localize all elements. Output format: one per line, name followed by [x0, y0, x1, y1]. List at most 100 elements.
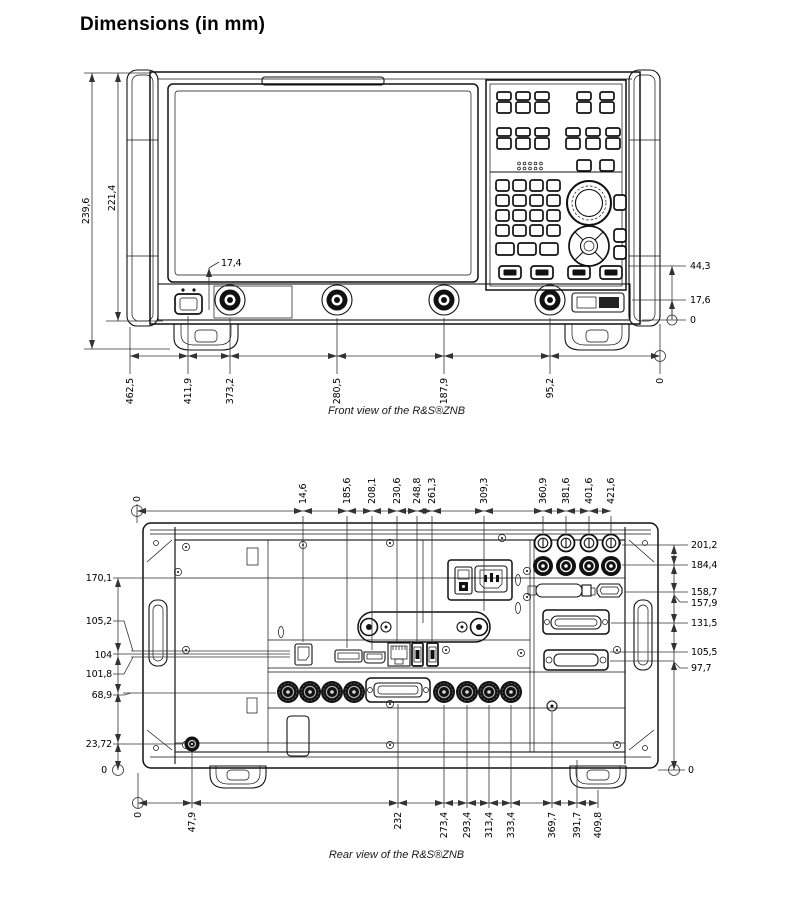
dim-label: 401,6: [584, 478, 595, 504]
dim-label: 17,4: [221, 258, 242, 269]
navigation-pad[interactable]: [568, 225, 610, 267]
dim-label: 44,3: [690, 261, 711, 272]
dim-label: 309,3: [479, 478, 490, 504]
dim-label: 230,6: [392, 478, 403, 504]
dim-label: 0: [690, 315, 696, 326]
dim-label: 208,1: [367, 478, 378, 504]
rear-bnc-connectors[interactable]: [532, 533, 622, 577]
dim-label: 261,3: [427, 478, 438, 504]
softkey-block[interactable]: [496, 91, 621, 172]
dim-label: 101,8: [86, 669, 112, 680]
datum-marker: [654, 350, 666, 362]
ac-power-inlet[interactable]: [447, 559, 513, 601]
datum-marker: [666, 314, 678, 326]
dim-label: 131,5: [691, 618, 717, 629]
front-connector-strip: [157, 283, 631, 321]
dim-label: 369,7: [547, 812, 558, 838]
mini-dsub-connector[interactable]: [596, 583, 623, 598]
dim-label: 184,4: [691, 560, 717, 571]
dim-label: 273,4: [439, 812, 450, 838]
dim-label: 313,4: [484, 812, 495, 838]
large-screw: [546, 700, 558, 712]
dim-label: 232: [393, 812, 404, 830]
gpib-connector[interactable]: [542, 609, 610, 635]
status-led-row: [517, 161, 543, 171]
db25-connector[interactable]: [365, 677, 431, 703]
hdmi-port[interactable]: [363, 651, 386, 664]
dim-label: 293,4: [462, 812, 473, 838]
front-right-bumper: [628, 69, 661, 327]
dim-label: 14,6: [298, 483, 309, 504]
dim-label: 104: [94, 650, 112, 661]
front-top-slot: [261, 76, 385, 86]
front-usb-ports[interactable]: [498, 265, 623, 280]
front-view-drawing: 239,6 221,4 17,4 44,3 17,6 0: [81, 69, 711, 404]
dim-label: 462,5: [125, 378, 136, 404]
dim-label: 95,2: [545, 378, 556, 399]
front-view-caption: Front view of the R&S®ZNB: [327, 405, 466, 417]
front-dimensions: 239,6 221,4 17,4 44,3 17,6 0: [81, 72, 711, 404]
rear-handle-left: [148, 599, 168, 667]
dim-label: 170,1: [86, 573, 112, 584]
front-screen: [167, 83, 479, 283]
numeric-keypad[interactable]: [495, 179, 561, 256]
dim-label: 391,7: [572, 812, 583, 838]
rear-feet: [209, 765, 627, 789]
dim-label: 47,9: [187, 812, 198, 833]
dim-label: 280,5: [332, 378, 343, 404]
dim-label: 187,9: [439, 378, 450, 404]
dim-label: 421,6: [606, 478, 617, 504]
dim-label: 185,6: [342, 478, 353, 504]
lan-port[interactable]: [387, 642, 411, 667]
front-keypad: [485, 79, 627, 291]
dim-label: 411,9: [183, 378, 194, 404]
dim-label: 248,8: [412, 478, 423, 504]
rear-dimensions-top: 0 14,6 185,6 208,1 230,6 248,8 261,3 309…: [131, 478, 617, 650]
datum-marker: [132, 797, 144, 809]
dim-label: 221,4: [107, 185, 118, 211]
dim-label: 23,72: [86, 739, 112, 750]
dim-label: 201,2: [691, 540, 717, 551]
fuse-holder[interactable]: [527, 583, 596, 598]
page-title: Dimensions (in mm): [80, 14, 266, 35]
rotary-knob[interactable]: [566, 180, 612, 226]
dim-label: 0: [688, 765, 694, 776]
dim-label: 0: [133, 812, 144, 818]
iec-connector[interactable]: [474, 565, 508, 593]
rear-dimensions-bottom: 0 47,9 232 273,4 293,4 313,4 333,4 369,7…: [132, 704, 604, 838]
rear-dimensions-right: 201,2 184,4 158,7 157,9 131,5 105,5 97,7…: [610, 540, 718, 776]
dim-label: 105,2: [86, 616, 112, 627]
dim-label: 373,2: [225, 378, 236, 404]
dim-label: 333,4: [506, 812, 517, 838]
setup-key[interactable]: [613, 194, 627, 211]
ref-connector[interactable]: [184, 736, 200, 752]
power-switch[interactable]: [454, 566, 473, 595]
io-connector-row[interactable]: [294, 642, 439, 667]
dim-label: 0: [655, 378, 666, 384]
dim-label: 17,6: [690, 295, 711, 306]
dim-label: 158,7: [691, 587, 717, 598]
dim-label: 360,9: [538, 478, 549, 504]
rear-round-connector-row[interactable]: [276, 680, 523, 704]
dim-label: 0: [101, 765, 107, 776]
display-port[interactable]: [334, 649, 363, 663]
dim-label: 239,6: [81, 198, 92, 224]
usb-b-port[interactable]: [294, 643, 313, 666]
lower-dsub-connector[interactable]: [543, 649, 609, 671]
power-button[interactable]: [174, 288, 203, 315]
function-key-2[interactable]: [613, 245, 627, 260]
rear-view-caption: Rear view of the R&S®ZNB: [328, 849, 465, 861]
rear-labels: [246, 547, 521, 757]
front-left-bumper: [126, 69, 159, 327]
usb-a-port-2[interactable]: [426, 642, 439, 667]
rear-chassis: [142, 522, 659, 769]
dim-label: 409,8: [593, 812, 604, 838]
front-feet: [173, 323, 630, 351]
direct-access-cutout: [357, 611, 491, 643]
function-key-1[interactable]: [613, 228, 627, 243]
front-usb-pair[interactable]: [571, 292, 625, 313]
dim-label: 157,9: [691, 598, 717, 609]
usb-a-port-1[interactable]: [411, 642, 424, 667]
